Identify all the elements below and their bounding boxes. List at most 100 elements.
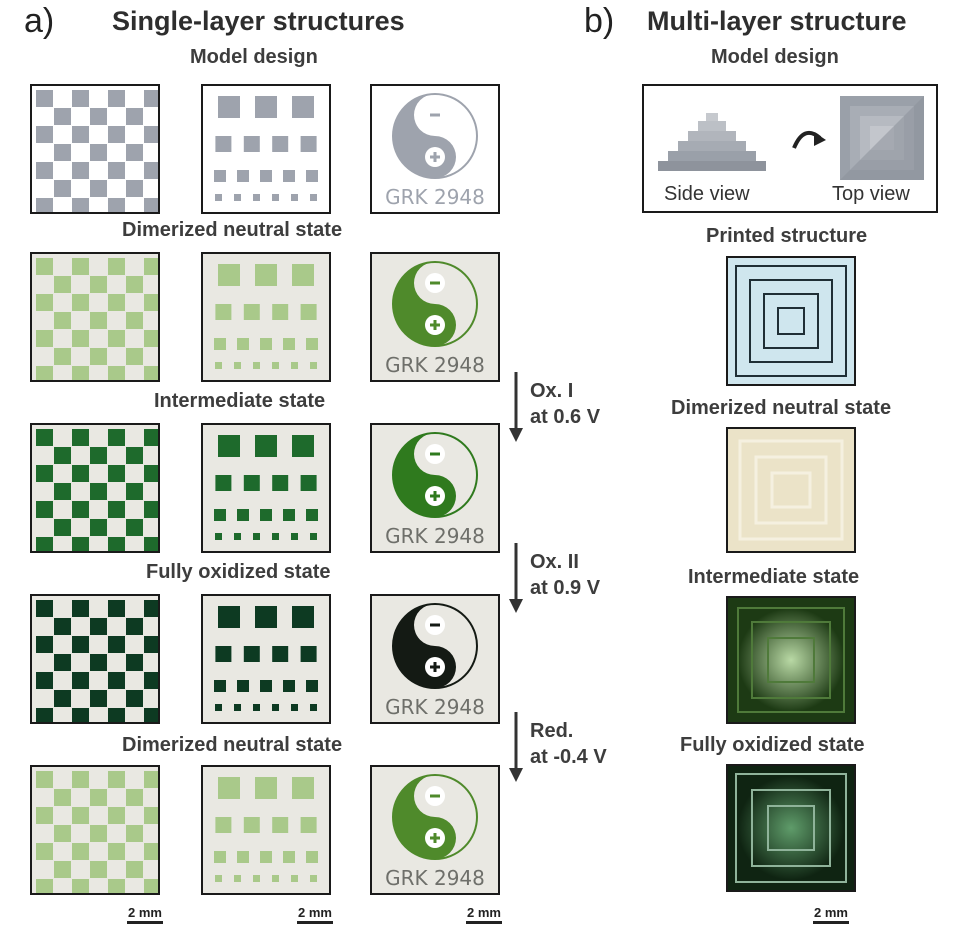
photo-multilayer-intermediate	[726, 596, 856, 724]
checker-square	[144, 600, 158, 617]
pattern-square	[215, 194, 222, 201]
checker-square	[54, 180, 71, 197]
checker-square	[72, 330, 89, 347]
pattern-square	[300, 817, 317, 833]
checker-square	[72, 429, 89, 446]
checker-square	[144, 636, 158, 653]
checker-square	[144, 771, 158, 788]
scale-bar-a3: 2 mm	[459, 905, 509, 924]
pattern-square	[253, 704, 260, 711]
checker-square	[126, 483, 143, 500]
yin-yang-logo-intermediate-image: GRK 2948	[370, 423, 500, 553]
pattern-square	[215, 875, 222, 882]
checker-square	[108, 429, 125, 446]
pattern-square	[272, 194, 279, 201]
checker-square	[72, 672, 89, 689]
pattern-square	[291, 362, 298, 369]
checker-square	[36, 636, 53, 653]
checker-square	[72, 366, 89, 380]
checker-square	[72, 537, 89, 551]
logo-text: GRK 2948	[385, 695, 485, 719]
checker-square	[36, 90, 53, 107]
pattern-square	[283, 509, 295, 521]
checker-square	[108, 807, 125, 824]
checker-square	[54, 654, 71, 671]
checker-square	[36, 429, 53, 446]
pattern-square	[310, 533, 317, 540]
pattern-square	[215, 704, 222, 711]
checker-square	[144, 501, 158, 518]
scale-bar-label: 2 mm	[298, 905, 332, 920]
logo-text: GRK 2948	[385, 866, 485, 890]
pattern-square	[253, 533, 260, 540]
pattern-square	[253, 194, 260, 201]
pattern-square	[291, 194, 298, 201]
pattern-square	[272, 817, 289, 833]
checker-square	[108, 465, 125, 482]
checker-square	[36, 258, 53, 275]
row-label-neutral-2: Dimerized neutral state	[122, 734, 343, 756]
yin-yang-dark-half	[393, 604, 456, 688]
logo-text: GRK 2948	[385, 353, 485, 377]
side-view-label: Side view	[664, 183, 750, 205]
checker-square	[90, 519, 107, 536]
checker-square	[72, 708, 89, 722]
checker-square	[108, 771, 125, 788]
pattern-square	[310, 194, 317, 201]
pattern-square	[272, 646, 289, 662]
panel-b-label-intermediate: Intermediate state	[688, 566, 860, 588]
checker-square	[144, 708, 158, 722]
row-label-model: Model design	[190, 46, 318, 68]
checker-square	[72, 258, 89, 275]
pattern-square	[283, 851, 295, 863]
checkerboard-oxidized-image	[30, 594, 160, 724]
checker-square	[108, 600, 125, 617]
pattern-square	[260, 170, 272, 182]
checker-square	[90, 618, 107, 635]
checker-square	[36, 162, 53, 179]
checker-square	[144, 162, 158, 179]
checker-square	[54, 144, 71, 161]
checker-square	[108, 162, 125, 179]
pattern-square	[272, 136, 289, 152]
checker-square	[72, 198, 89, 212]
step-ox1-line2: at 0.6 V	[530, 406, 601, 428]
checker-square	[144, 330, 158, 347]
pattern-square	[234, 362, 241, 369]
checker-square	[54, 789, 71, 806]
step-ox1-text: Ox. I at 0.6 V	[530, 378, 600, 430]
logo-text: GRK 2948	[385, 524, 485, 548]
pattern-square	[300, 136, 317, 152]
pattern-square	[218, 777, 240, 799]
step-ox2-text: Ox. II at 0.9 V	[530, 549, 600, 601]
pattern-square	[218, 435, 240, 457]
checker-square	[72, 162, 89, 179]
checker-square	[144, 90, 158, 107]
checker-square	[126, 312, 143, 329]
top-view-label: Top view	[832, 183, 910, 205]
pattern-square	[260, 680, 272, 692]
pattern-square	[292, 777, 314, 799]
checker-square	[54, 483, 71, 500]
panel-b-title: Multi-layer structure	[647, 6, 907, 36]
checker-square	[36, 879, 53, 893]
checker-square	[108, 258, 125, 275]
pattern-square	[215, 304, 232, 320]
yin-yang-dark-half	[393, 433, 456, 517]
pattern-square	[255, 606, 277, 628]
step-red-line1: Red.	[530, 720, 574, 742]
checker-square	[108, 537, 125, 551]
checker-square	[108, 294, 125, 311]
step-red-line2: at -0.4 V	[530, 746, 607, 768]
pattern-square	[237, 851, 249, 863]
pattern-square	[272, 533, 279, 540]
pattern-square	[310, 704, 317, 711]
pattern-square	[300, 646, 317, 662]
checker-square	[108, 126, 125, 143]
checker-square	[126, 519, 143, 536]
yin-yang-dark-half	[393, 94, 456, 178]
checker-square	[72, 501, 89, 518]
pattern-square	[215, 817, 232, 833]
pattern-square	[215, 362, 222, 369]
pyramid-model-illustration	[658, 96, 924, 180]
